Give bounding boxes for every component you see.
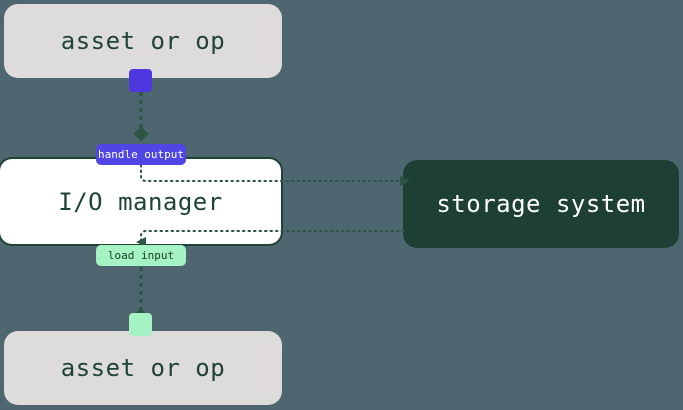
edge-handle-output-to-storage xyxy=(140,164,410,186)
handle-output-port[interactable] xyxy=(129,69,152,92)
node-label-asset-top: asset or op xyxy=(60,27,226,55)
node-label-storage-system: storage system xyxy=(436,190,646,218)
node-asset-or-op-bottom[interactable]: asset or op xyxy=(4,331,282,405)
node-label-asset-bottom: asset or op xyxy=(60,354,226,382)
node-asset-or-op-top[interactable]: asset or op xyxy=(4,4,282,78)
node-storage-system[interactable]: storage system xyxy=(403,160,679,248)
edge-label-handle-output-text: handle output xyxy=(97,148,185,161)
edge-storage-to-load-input xyxy=(136,230,405,247)
node-label-io-manager: I/O manager xyxy=(58,187,223,216)
edge-label-load-input-text: load input xyxy=(107,249,175,262)
load-input-port[interactable] xyxy=(129,313,152,336)
edge-label-handle-output[interactable]: handle output xyxy=(96,144,186,165)
edge-label-load-input[interactable]: load input xyxy=(96,245,186,266)
